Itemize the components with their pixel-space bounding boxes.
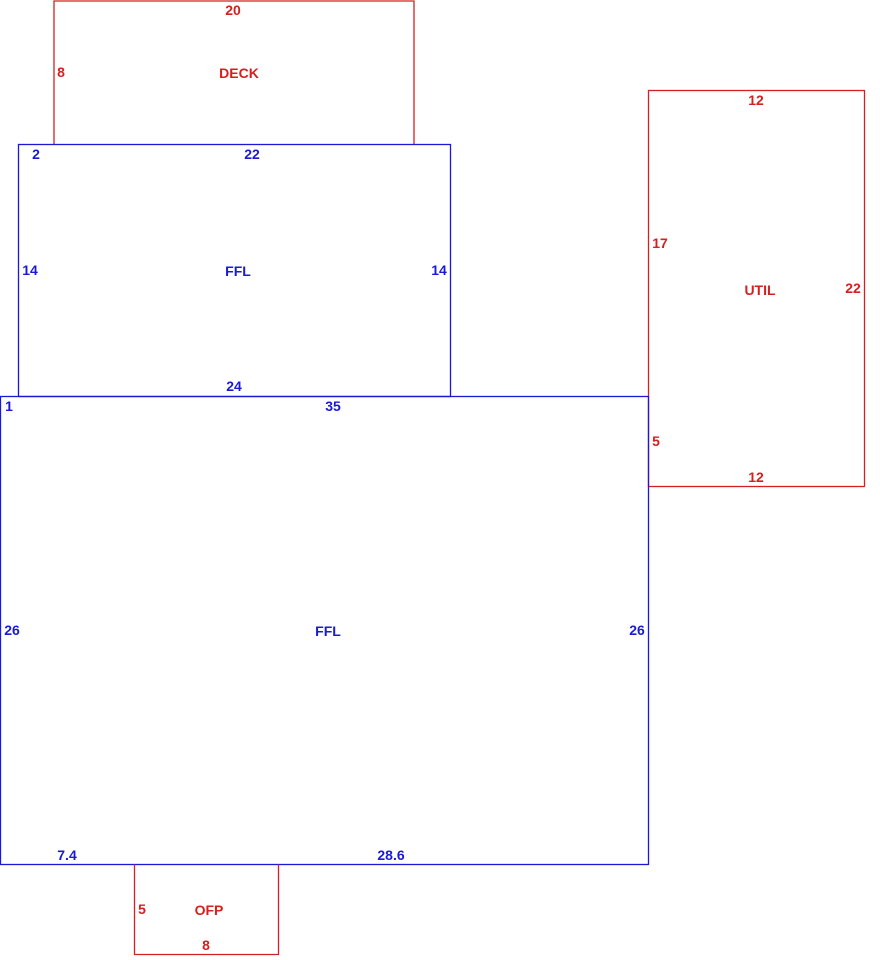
util-dim-right: 22	[845, 280, 861, 296]
ffl-main-dim-left: 26	[4, 622, 20, 638]
deck-outline	[53, 0, 415, 144]
util-outline	[647, 89, 866, 488]
ffl-main-area: FFL 1 35 26 26 7.4 28.6	[0, 395, 650, 866]
deck-dim-left: 8	[57, 64, 65, 80]
util-label: UTIL	[744, 282, 776, 298]
ffl-main-dim-bottom-right: 28.6	[377, 847, 404, 863]
util-area: UTIL 12 17 22 5 12	[647, 89, 866, 488]
ofp-dim-bottom: 8	[202, 937, 210, 953]
ffl-upper-dim-bottom: 24	[226, 378, 242, 394]
util-dim-left-upper: 17	[652, 235, 668, 251]
ffl-main-dim-bottom-left: 7.4	[57, 847, 77, 863]
deck-dim-top: 20	[225, 2, 241, 18]
util-dim-bottom: 12	[748, 469, 764, 485]
ofp-area: OFP 5 8	[133, 864, 280, 956]
ffl-upper-dim-top: 22	[244, 146, 260, 162]
ofp-label: OFP	[195, 902, 224, 918]
deck-label: DECK	[219, 65, 259, 81]
ffl-upper-dim-right: 14	[431, 262, 447, 278]
ffl-main-dim-top: 35	[325, 398, 341, 414]
ofp-outline	[133, 864, 280, 956]
ffl-upper-dim-left: 14	[22, 262, 38, 278]
deck-area: DECK 20 8	[53, 0, 415, 144]
ofp-dim-left: 5	[138, 901, 146, 917]
ffl-main-dim-corner: 1	[5, 398, 13, 414]
ffl-main-dim-right: 26	[629, 622, 645, 638]
ffl-upper-dim-corner: 2	[32, 146, 40, 162]
ffl-upper-area: FFL 2 22 14 14 24	[17, 143, 452, 398]
util-dim-left-lower: 5	[652, 433, 660, 449]
ffl-main-label: FFL	[315, 623, 341, 639]
ffl-main-outline	[0, 395, 650, 866]
util-dim-top: 12	[748, 92, 764, 108]
ffl-upper-label: FFL	[225, 263, 251, 279]
